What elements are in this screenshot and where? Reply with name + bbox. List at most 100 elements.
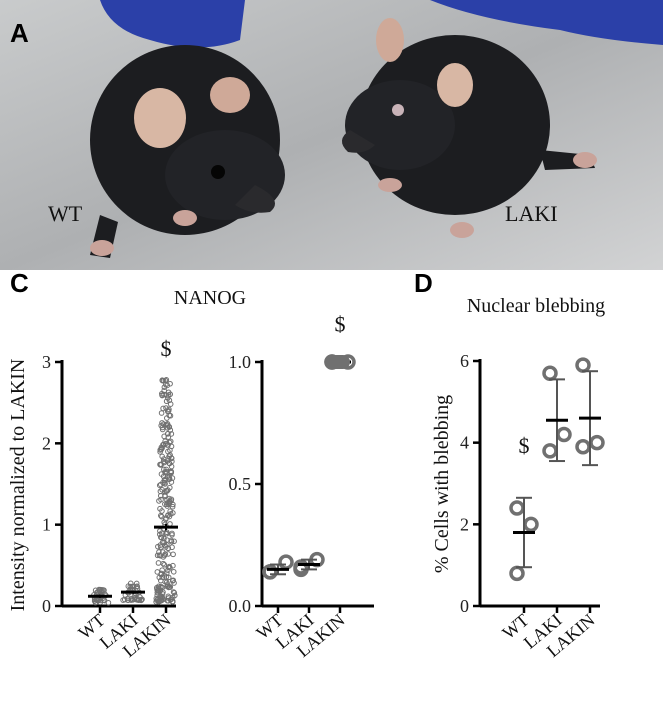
data-point (157, 449, 163, 455)
data-point (161, 561, 168, 568)
data-point (159, 567, 165, 573)
panel-letter-d: D (414, 268, 433, 298)
wt-label: WT (48, 201, 83, 226)
data-point (157, 447, 164, 453)
data-point (163, 398, 170, 405)
data-point (130, 583, 137, 590)
data-point (165, 564, 172, 571)
data-point (158, 410, 165, 416)
data-point (166, 476, 173, 482)
data-point (168, 463, 175, 470)
data-point (155, 543, 161, 550)
data-point (156, 482, 163, 489)
data-point (168, 455, 175, 462)
data-point (158, 481, 164, 488)
data-point (509, 565, 525, 582)
data-point (125, 583, 132, 590)
data-point (556, 426, 572, 443)
data-point (161, 535, 167, 542)
data-point (160, 560, 167, 567)
y-tick-label: 2 (460, 514, 469, 534)
data-point (169, 598, 176, 605)
data-point (160, 458, 167, 465)
data-point (170, 551, 176, 558)
data-point (542, 365, 558, 381)
data-point (293, 559, 309, 575)
data-point (165, 551, 172, 557)
data-point (167, 521, 173, 527)
data-point (278, 554, 294, 570)
data-point (168, 431, 175, 437)
data-point (523, 516, 539, 533)
data-point (159, 453, 165, 460)
glove-right (430, 0, 663, 45)
laki-label: LAKI (505, 201, 558, 226)
data-point (161, 572, 168, 578)
data-point (158, 496, 164, 503)
data-point (165, 574, 172, 581)
data-point (154, 592, 161, 599)
y-tick-label: 0.0 (229, 596, 252, 616)
data-point (170, 568, 177, 575)
data-point (167, 412, 174, 419)
data-point (157, 505, 163, 512)
data-point (154, 586, 160, 593)
y-tick-label: 0.5 (229, 474, 252, 494)
data-point (165, 442, 171, 448)
panel-letter-c: C (10, 268, 29, 298)
data-point (159, 392, 165, 399)
wt-mouse (90, 45, 285, 258)
y-tick-label: 2 (42, 433, 51, 453)
chart-blebbing-ylabel: % Cells with blebbing (431, 395, 453, 573)
data-point (170, 577, 176, 584)
laki-mouse (341, 18, 597, 238)
data-point (120, 597, 126, 603)
data-point (165, 512, 171, 519)
data-point (164, 542, 170, 548)
y-tick-label: 6 (460, 351, 469, 371)
data-point (167, 401, 174, 407)
glove-left (100, 0, 245, 48)
data-point (161, 387, 167, 394)
data-point (161, 519, 168, 526)
data-point (165, 593, 172, 600)
data-point (165, 430, 171, 437)
significance-marker: $ (335, 312, 346, 337)
chart-nanog-full: NANOG Intensity normalized to LAKIN 0123… (7, 287, 246, 661)
data-point (160, 589, 166, 595)
data-point (158, 597, 165, 604)
significance-marker: $ (161, 336, 172, 361)
chart-blebbing: Nuclear blebbing % Cells with blebbing 0… (431, 295, 605, 661)
chart-blebbing-title: Nuclear blebbing (467, 295, 605, 317)
data-point (167, 438, 174, 445)
data-point (157, 462, 164, 468)
data-point (575, 357, 591, 373)
data-point (133, 580, 140, 587)
data-point (165, 567, 171, 574)
data-point (169, 475, 176, 481)
data-point (169, 532, 175, 538)
data-point (170, 510, 176, 516)
y-tick-label: 3 (42, 352, 51, 372)
data-point (164, 425, 171, 431)
data-point (509, 500, 525, 516)
data-point (166, 500, 173, 506)
data-point (159, 486, 165, 493)
data-point (262, 564, 278, 580)
data-point (165, 487, 171, 493)
data-point (154, 569, 161, 575)
data-point (162, 478, 168, 484)
lakin-point-cluster (326, 355, 350, 369)
data-point (171, 538, 177, 545)
chart-nanog-ylabel: Intensity normalized to LAKIN (7, 359, 29, 612)
significance-marker: $ (519, 433, 530, 458)
data-point (156, 574, 163, 581)
panel-letter-a: A (10, 18, 29, 48)
data-point (170, 589, 177, 595)
data-point (132, 594, 138, 601)
data-point (165, 455, 171, 462)
y-tick-label: 1 (42, 515, 51, 535)
data-point (575, 439, 591, 455)
